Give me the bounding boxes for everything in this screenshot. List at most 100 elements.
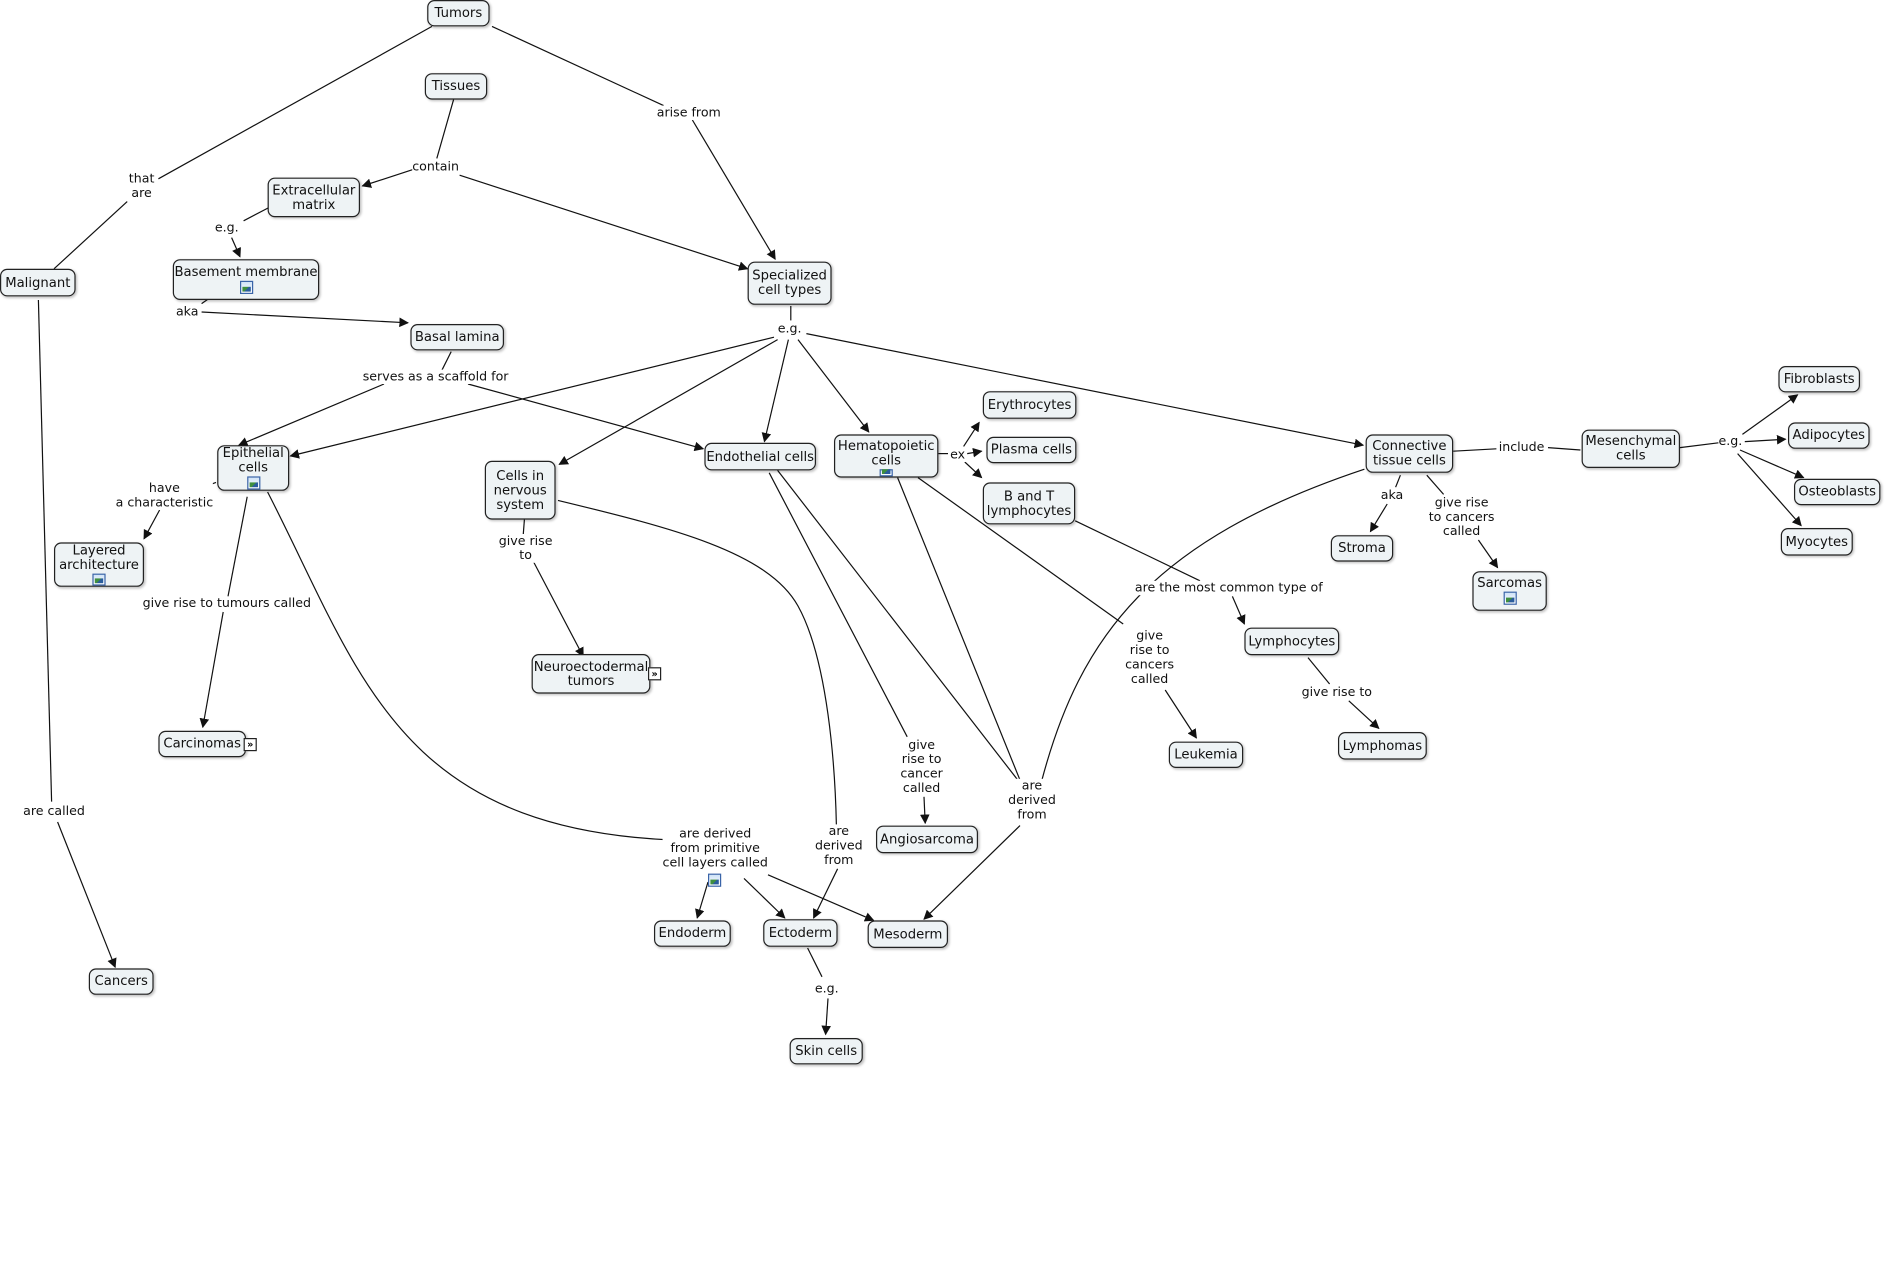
- node-epithelial-cells[interactable]: Epithelial cells: [217, 445, 290, 491]
- node-lymphocytes[interactable]: Lymphocytes: [1244, 627, 1340, 656]
- link-give-rise-to: give rise to: [498, 534, 553, 563]
- node-label: Myocytes: [1785, 533, 1849, 549]
- node-label: Skin cells: [795, 1042, 858, 1059]
- node-specialized-cell-types[interactable]: Specialized cell types: [747, 261, 832, 305]
- node-ectoderm[interactable]: Ectoderm: [763, 919, 838, 947]
- node-label: Connective tissue cells: [1372, 438, 1447, 469]
- node-label: Tissues: [431, 78, 481, 94]
- node-label: Layered architecture: [59, 542, 139, 573]
- node-label: Basal lamina: [414, 328, 500, 345]
- link-have-characteristic: have a characteristic: [115, 481, 214, 511]
- image-icon[interactable]: [1503, 591, 1517, 605]
- node-label: Extracellular matrix: [272, 181, 356, 212]
- link-give-rise-to: give rise to: [1301, 685, 1372, 700]
- node-label: Carcinomas: [163, 735, 242, 752]
- submap-icon[interactable]: »: [243, 738, 257, 752]
- link-include: include: [1498, 440, 1545, 455]
- node-myocytes[interactable]: Myocytes: [1780, 528, 1853, 556]
- connection-lines: [37, 25, 1805, 1036]
- link-eg: e.g.: [1718, 434, 1743, 449]
- node-lymphomas[interactable]: Lymphomas: [1338, 732, 1427, 760]
- image-icon[interactable]: [708, 873, 722, 887]
- node-adipocytes[interactable]: Adipocytes: [1788, 422, 1870, 449]
- link-eg: e.g.: [814, 981, 839, 997]
- node-endoderm[interactable]: Endoderm: [654, 920, 731, 947]
- link-aka: aka: [1380, 488, 1404, 503]
- node-label: B and T lymphocytes: [986, 487, 1072, 518]
- node-basal-lamina[interactable]: Basal lamina: [410, 324, 505, 351]
- node-plasma-cells[interactable]: Plasma cells: [986, 436, 1077, 464]
- node-label: Epithelial cells: [222, 445, 284, 476]
- link-give-rise-tumours: give rise to tumours called: [142, 596, 312, 611]
- node-label: Ectoderm: [768, 924, 833, 941]
- node-sarcomas[interactable]: Sarcomas: [1472, 571, 1547, 611]
- link-arise-from: arise from: [656, 105, 721, 121]
- link-aka: aka: [175, 304, 199, 320]
- node-label: Hematopoietic cells: [837, 438, 935, 469]
- node-label: Specialized cell types: [752, 267, 827, 298]
- node-angiosarcoma[interactable]: Angiosarcoma: [876, 825, 979, 854]
- node-tumors[interactable]: Tumors: [427, 0, 490, 27]
- node-endothelial-cells[interactable]: Endothelial cells: [704, 442, 817, 471]
- node-label: Erythrocytes: [987, 396, 1072, 413]
- node-mesenchymal-cells[interactable]: Mesenchymal cells: [1581, 429, 1681, 469]
- node-label: Osteoblasts: [1798, 483, 1877, 500]
- image-icon[interactable]: [879, 469, 893, 477]
- link-derived-from: are derived from: [1008, 778, 1056, 823]
- node-carcinomas[interactable]: Carcinomas: [158, 730, 247, 758]
- node-label: Sarcomas: [1477, 574, 1542, 591]
- link-derived-from: are derived from: [814, 824, 863, 868]
- node-leukemia[interactable]: Leukemia: [1168, 741, 1244, 768]
- node-extracellular-matrix[interactable]: Extracellular matrix: [267, 177, 360, 218]
- node-hematopoietic-cells[interactable]: Hematopoietic cells: [834, 434, 939, 478]
- node-b-and-t-lymphocytes[interactable]: B and T lymphocytes: [982, 482, 1076, 525]
- node-label: Neuroectodermal tumors: [533, 658, 649, 689]
- node-mesoderm[interactable]: Mesoderm: [867, 920, 949, 949]
- link-give-rise-cancers: give rise to cancers called: [1125, 628, 1175, 687]
- node-label: Lymphocytes: [1248, 633, 1336, 649]
- link-eg: e.g.: [214, 220, 239, 236]
- node-layered-architecture[interactable]: Layered architecture: [54, 542, 145, 587]
- link-that-are: that are: [128, 171, 155, 201]
- image-icon[interactable]: [246, 476, 260, 490]
- image-icon[interactable]: [239, 280, 253, 294]
- node-skin-cells[interactable]: Skin cells: [789, 1038, 863, 1065]
- node-stroma[interactable]: Stroma: [1330, 535, 1394, 562]
- node-malignant[interactable]: Malignant: [0, 268, 76, 297]
- node-label: Adipocytes: [1792, 427, 1866, 443]
- node-neuroectodermal-tumors[interactable]: Neuroectodermal tumors: [531, 654, 651, 694]
- node-erythrocytes[interactable]: Erythrocytes: [982, 391, 1077, 419]
- node-label: Plasma cells: [990, 441, 1073, 458]
- node-cancers[interactable]: Cancers: [88, 968, 154, 995]
- node-fibroblasts[interactable]: Fibroblasts: [1778, 366, 1861, 393]
- node-label: Malignant: [5, 274, 71, 290]
- link-serves-as-scaffold: serves as a scaffold for: [362, 369, 509, 384]
- node-label: Mesenchymal cells: [1585, 433, 1677, 464]
- link-ex: ex: [950, 447, 966, 463]
- link-contain: contain: [412, 159, 459, 174]
- node-label: Cells in nervous system: [493, 467, 547, 512]
- link-eg: e.g.: [777, 321, 802, 336]
- node-osteoblasts[interactable]: Osteoblasts: [1794, 478, 1881, 506]
- submap-icon[interactable]: »: [648, 667, 662, 681]
- node-label: Lymphomas: [1342, 737, 1423, 753]
- link-most-common-type: are the most common type of: [1134, 580, 1323, 596]
- node-label: Mesoderm: [873, 925, 943, 942]
- link-give-rise-cancers: give rise to cancers called: [1428, 495, 1495, 539]
- node-label: Basement membrane: [174, 264, 318, 280]
- node-label: Stroma: [1338, 540, 1386, 556]
- link-derived-primitive: are derived from primitive cell layers c…: [662, 826, 768, 871]
- node-cells-in-nervous-system[interactable]: Cells in nervous system: [484, 460, 556, 520]
- node-label: Endothelial cells: [706, 448, 815, 464]
- node-label: Cancers: [94, 973, 148, 989]
- node-basement-membrane[interactable]: Basement membrane: [172, 259, 320, 300]
- node-tissues[interactable]: Tissues: [424, 73, 488, 100]
- link-are-called: are called: [23, 804, 85, 819]
- node-label: Tumors: [434, 4, 483, 21]
- node-label: Angiosarcoma: [880, 831, 974, 847]
- image-icon[interactable]: [92, 573, 106, 586]
- node-label: Fibroblasts: [1783, 370, 1855, 387]
- node-label: Leukemia: [1174, 746, 1238, 762]
- node-connective-tissue-cells[interactable]: Connective tissue cells: [1365, 434, 1454, 473]
